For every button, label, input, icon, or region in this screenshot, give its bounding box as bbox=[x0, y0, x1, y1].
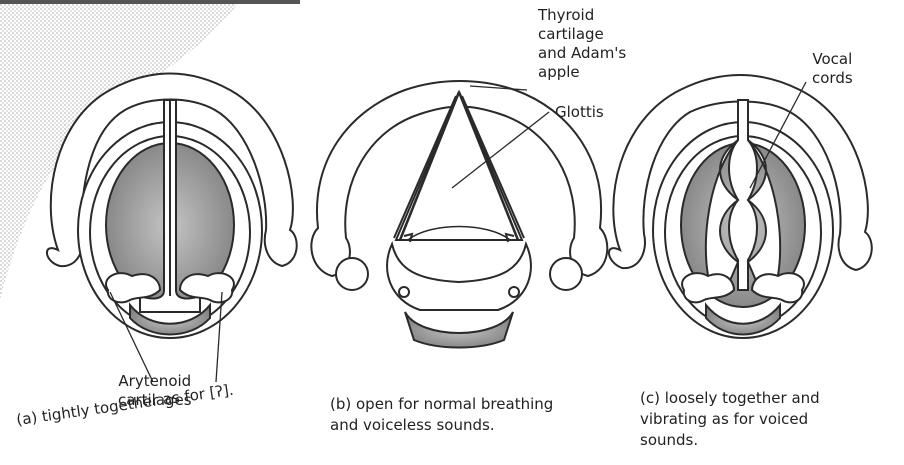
top-rule bbox=[0, 0, 300, 4]
vocal-cords-label: Vocal cords bbox=[812, 50, 853, 88]
thyroid-cartilage-label: Thyroid cartilage and Adam's apple bbox=[538, 6, 626, 82]
caption-b: (b) open for normal breathing and voicel… bbox=[330, 394, 553, 436]
caption-c: (c) loosely together and vibrating as fo… bbox=[640, 388, 820, 451]
diagram-a-tightly-together bbox=[47, 74, 297, 339]
diagram-c-vibrating bbox=[609, 75, 872, 338]
glottis-label: Glottis bbox=[555, 103, 604, 122]
